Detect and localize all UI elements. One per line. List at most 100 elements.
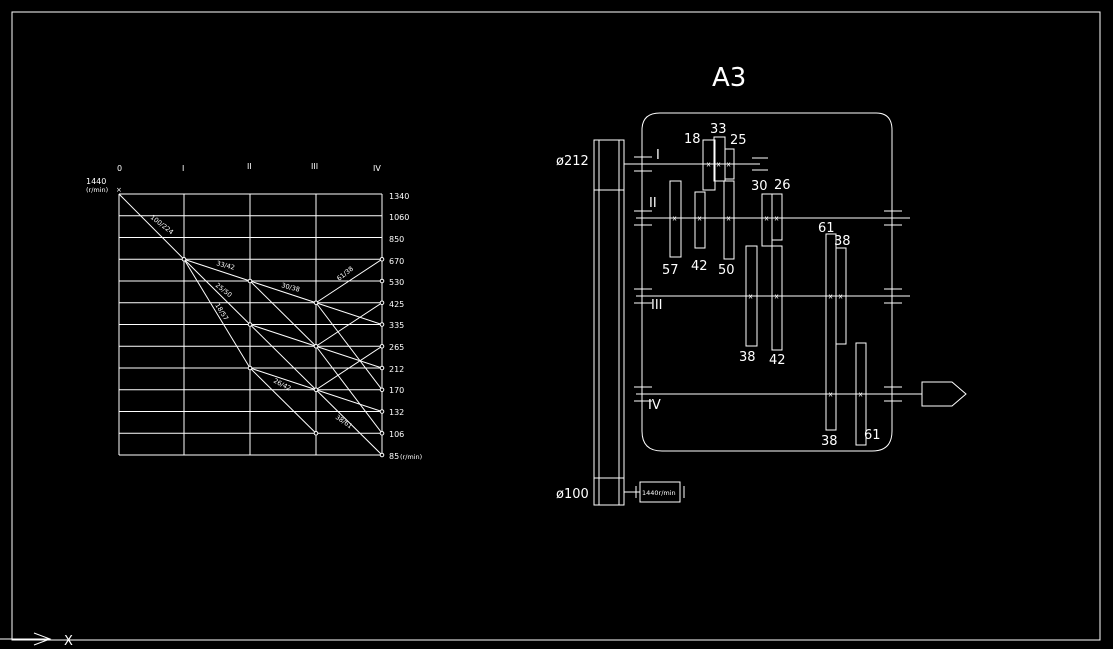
- speed-value-9: 212: [389, 365, 404, 374]
- gear-key-mark: x: [698, 215, 702, 223]
- axis-x-label: X: [64, 634, 73, 649]
- gear: [702, 139, 716, 191]
- speed-node: [313, 343, 319, 349]
- ratio-label-1: 100/224: [149, 213, 175, 236]
- speed-value-6: 425: [389, 300, 404, 309]
- gear: [825, 233, 837, 431]
- speed-transmission-lines: [118, 193, 383, 456]
- speed-value-8: 265: [389, 343, 404, 352]
- gear-label-8: 57: [662, 263, 679, 278]
- transmission-line: [183, 258, 251, 369]
- gear: [771, 193, 783, 241]
- gear-label-12: 42: [769, 353, 786, 368]
- sheet-title: A3: [712, 63, 746, 93]
- gear-key-mark: x: [829, 293, 833, 301]
- gear-key-mark: x: [749, 293, 753, 301]
- speed-node: [313, 300, 319, 306]
- speed-node: [379, 256, 385, 262]
- gear: [724, 148, 735, 180]
- transmission-line: [249, 280, 317, 304]
- belt: [593, 139, 625, 506]
- speed-value-2: 1060: [389, 213, 409, 222]
- speed-node: [379, 452, 385, 458]
- gear-key-mark: x: [727, 161, 731, 169]
- transmission-line: [315, 345, 383, 369]
- speed-value-4: 670: [389, 257, 404, 266]
- gear-label-13: 38: [821, 434, 838, 449]
- gear-label-6: 61: [818, 221, 835, 236]
- gearbox-housing: [641, 112, 893, 452]
- shaft-label-1: I: [182, 164, 184, 173]
- gear: [694, 191, 706, 249]
- gear-label-11: 38: [739, 350, 756, 365]
- speed-value-1: 1340: [389, 192, 409, 201]
- transmission-line: [315, 345, 383, 434]
- speed-nodes: ×: [116, 186, 385, 458]
- speed-node: [379, 322, 385, 327]
- gear-label-14: 61: [864, 428, 881, 443]
- transmission-line: [315, 302, 383, 391]
- gear-label-7: 38: [834, 234, 851, 249]
- gear-key-mark: x: [765, 215, 769, 223]
- gear: [669, 180, 682, 258]
- transmission-line: [249, 324, 317, 391]
- gear-label-3: 25: [730, 133, 747, 148]
- gearbox-shaft-label-2: II: [649, 196, 657, 211]
- gear-label-10: 50: [718, 263, 735, 278]
- speed-node: [313, 430, 319, 436]
- gear: [723, 180, 735, 260]
- speed-node: [379, 278, 385, 284]
- speed-node: [379, 430, 385, 436]
- transmission-line: [249, 324, 317, 347]
- gear-label-5: 26: [774, 178, 791, 193]
- speed-node: [313, 387, 319, 393]
- gear-key-mark: x: [717, 161, 721, 169]
- motor-speed-label: 1440r/min: [642, 489, 676, 497]
- gear-label-9: 42: [691, 259, 708, 274]
- shaft-label-4: IV: [373, 164, 381, 173]
- speed-value-11: 132: [389, 408, 404, 417]
- transmission-line: [315, 389, 383, 412]
- drawing-border: [11, 11, 1101, 641]
- gear: [835, 247, 847, 345]
- speed-value-3: 850: [389, 235, 404, 244]
- gear-key-mark: x: [727, 215, 731, 223]
- pulley-small-label: ø100: [556, 487, 589, 502]
- gear: [771, 245, 783, 351]
- speed-value-5: 530: [389, 278, 404, 287]
- speed-value-12: 106: [389, 430, 404, 439]
- speed-node: [181, 256, 187, 262]
- gear-key-mark: x: [859, 391, 863, 399]
- motor: [639, 481, 681, 503]
- shaft-label-3: III: [311, 162, 318, 171]
- gearbox-shaft-label-1: I: [656, 148, 660, 163]
- speed-diagram: × 0 I II III IV 1440 (r/min) 1340 1060 8…: [86, 162, 422, 461]
- ucs-axis-icon: [0, 632, 52, 646]
- speed-node: [247, 278, 253, 284]
- input-speed-unit: (r/min): [86, 186, 108, 194]
- transmission-line: [249, 367, 317, 434]
- transmission-line: [183, 258, 251, 325]
- ratio-label-8: 38/61: [334, 413, 354, 430]
- transmission-line: [315, 389, 383, 456]
- pulley-large-label: ø212: [556, 154, 589, 169]
- transmission-line: [118, 193, 185, 260]
- gear: [855, 342, 867, 446]
- speed-value-13: 85: [389, 452, 399, 461]
- gear-key-mark: x: [707, 161, 711, 169]
- ratio-label-2: 33/42: [215, 259, 235, 272]
- gear-key-mark: x: [829, 391, 833, 399]
- transmission-line: [315, 258, 383, 304]
- input-speed: 1440: [86, 177, 106, 186]
- gear-key-mark: x: [775, 215, 779, 223]
- spindle-nose: [921, 381, 967, 407]
- ratio-label-5: 25/50: [214, 281, 234, 299]
- transmission-line: [315, 302, 383, 325]
- speed-value-7: 335: [389, 321, 404, 330]
- gear-label-2: 33: [710, 122, 727, 137]
- gear-label-4: 30: [751, 179, 768, 194]
- output-speed-unit: (r/min): [400, 453, 422, 461]
- gear-key-mark: x: [839, 293, 843, 301]
- gear: [745, 245, 758, 347]
